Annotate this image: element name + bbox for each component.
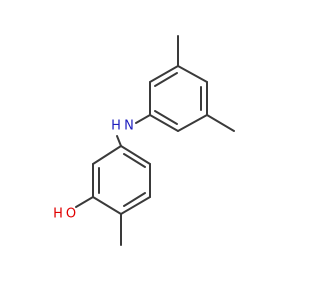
bond-n-to-ring [116, 135, 122, 147]
bond [177, 114, 208, 132]
bond-ring-to-n [135, 114, 151, 124]
bond [120, 196, 151, 215]
amine-hydrogen-label: H [111, 119, 121, 134]
bond [123, 153, 146, 168]
molecule-canvas: N H O H [53, 35, 235, 246]
bond [92, 196, 122, 215]
bond [92, 145, 122, 165]
methyl-bond-right [206, 114, 235, 132]
upper-benzene-ring [149, 65, 208, 132]
bond [123, 192, 146, 207]
amine-nitrogen-label: N [124, 119, 134, 134]
bond [177, 65, 208, 83]
bond [149, 114, 179, 132]
lower-benzene-ring [92, 145, 151, 215]
bond [120, 145, 151, 165]
bond-ring-to-o [75, 196, 94, 208]
bond [149, 65, 179, 83]
hydroxyl-hydrogen-label: H [53, 207, 63, 222]
bond [154, 72, 178, 87]
bond [154, 110, 178, 125]
hydroxyl-oxygen-label: O [66, 207, 76, 222]
structure-diagram: N H O H [53, 35, 235, 246]
